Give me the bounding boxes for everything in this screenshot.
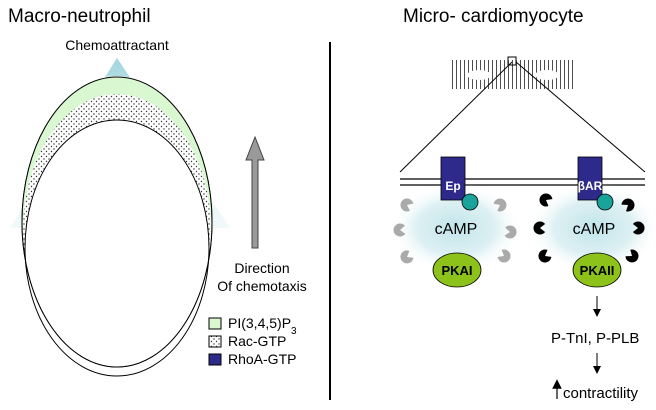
right-panel-title: Micro- cardiomyocyte: [403, 6, 584, 27]
beta-ar-receptor-label: βAR: [578, 179, 603, 193]
ep-receptor-label: Ep: [445, 179, 460, 193]
ep-receptor: Ep: [440, 156, 466, 201]
cell-outline: [21, 76, 213, 368]
pkaii-label: PKAII: [580, 263, 615, 278]
neutrophil-cell: [21, 76, 213, 377]
akap-anchor-right-6: [625, 249, 639, 263]
legend-label-pip3: PI(3,4,5)P3: [228, 315, 297, 337]
contractility-label: contractility: [563, 385, 639, 402]
legend-label-rhoa-gtp: RhoA-GTP: [228, 351, 296, 367]
akap-anchor-left-4: [504, 225, 517, 239]
akap-anchor-right-3: [533, 221, 546, 235]
akap-anchor-left-2: [493, 198, 507, 212]
direction-label: Direction: [234, 260, 289, 276]
chemotaxis-direction-arrow: [245, 135, 265, 249]
camp-label-left: cAMP: [435, 221, 478, 238]
g-protein-right: [596, 193, 614, 211]
akap-anchor-left-1: [400, 198, 414, 212]
chemoattractant-label: Chemoattractant: [65, 37, 169, 53]
nucleus-right: [535, 70, 559, 80]
akap-anchor-left-3: [393, 223, 406, 237]
cell-interior-front: [25, 120, 209, 367]
akap-anchor-right-5: [538, 249, 552, 263]
nucleus-left: [467, 70, 491, 80]
pkai-kinase: [432, 252, 482, 288]
pkai-label: PKAI: [441, 263, 472, 278]
zoom-box: [507, 56, 517, 66]
g-protein-left: [461, 193, 479, 211]
akap-anchors-left: [393, 198, 517, 264]
legend: PI(3,4,5)P3 Rac-GTP RhoA-GTP: [208, 315, 297, 367]
akap-anchor-left-6: [497, 249, 511, 263]
phosphorylation-products: P-TnI, P-PLB: [551, 330, 639, 347]
camp-microdomain-right: [528, 183, 656, 273]
left-panel-title: Macro-neutrophil: [8, 6, 151, 27]
zoom-line-right: [515, 61, 646, 173]
akap-anchor-left-5: [400, 250, 414, 264]
chemotaxis-label: Of chemotaxis: [217, 278, 306, 294]
beta-ar-receptor: βAR: [577, 156, 603, 201]
akap-anchor-right-2: [621, 198, 635, 212]
akap-anchors-right: [533, 193, 645, 263]
akap-anchor-right-1: [539, 193, 553, 207]
legend-swatch-rac-gtp: [208, 335, 222, 348]
cell-inner-outline: [24, 119, 210, 377]
zoom-line-left: [399, 61, 513, 173]
legend-swatch-rhoa-gtp: [208, 353, 222, 366]
pkaii-kinase: [572, 252, 622, 288]
cardiomyocyte-cell: [452, 56, 573, 89]
legend-label-rac-gtp: Rac-GTP: [228, 333, 286, 349]
camp-label-right: cAMP: [573, 221, 616, 238]
legend-swatch-pip3: [208, 317, 222, 330]
akap-anchor-right-4: [632, 221, 645, 235]
camp-microdomain-left: [390, 183, 522, 273]
